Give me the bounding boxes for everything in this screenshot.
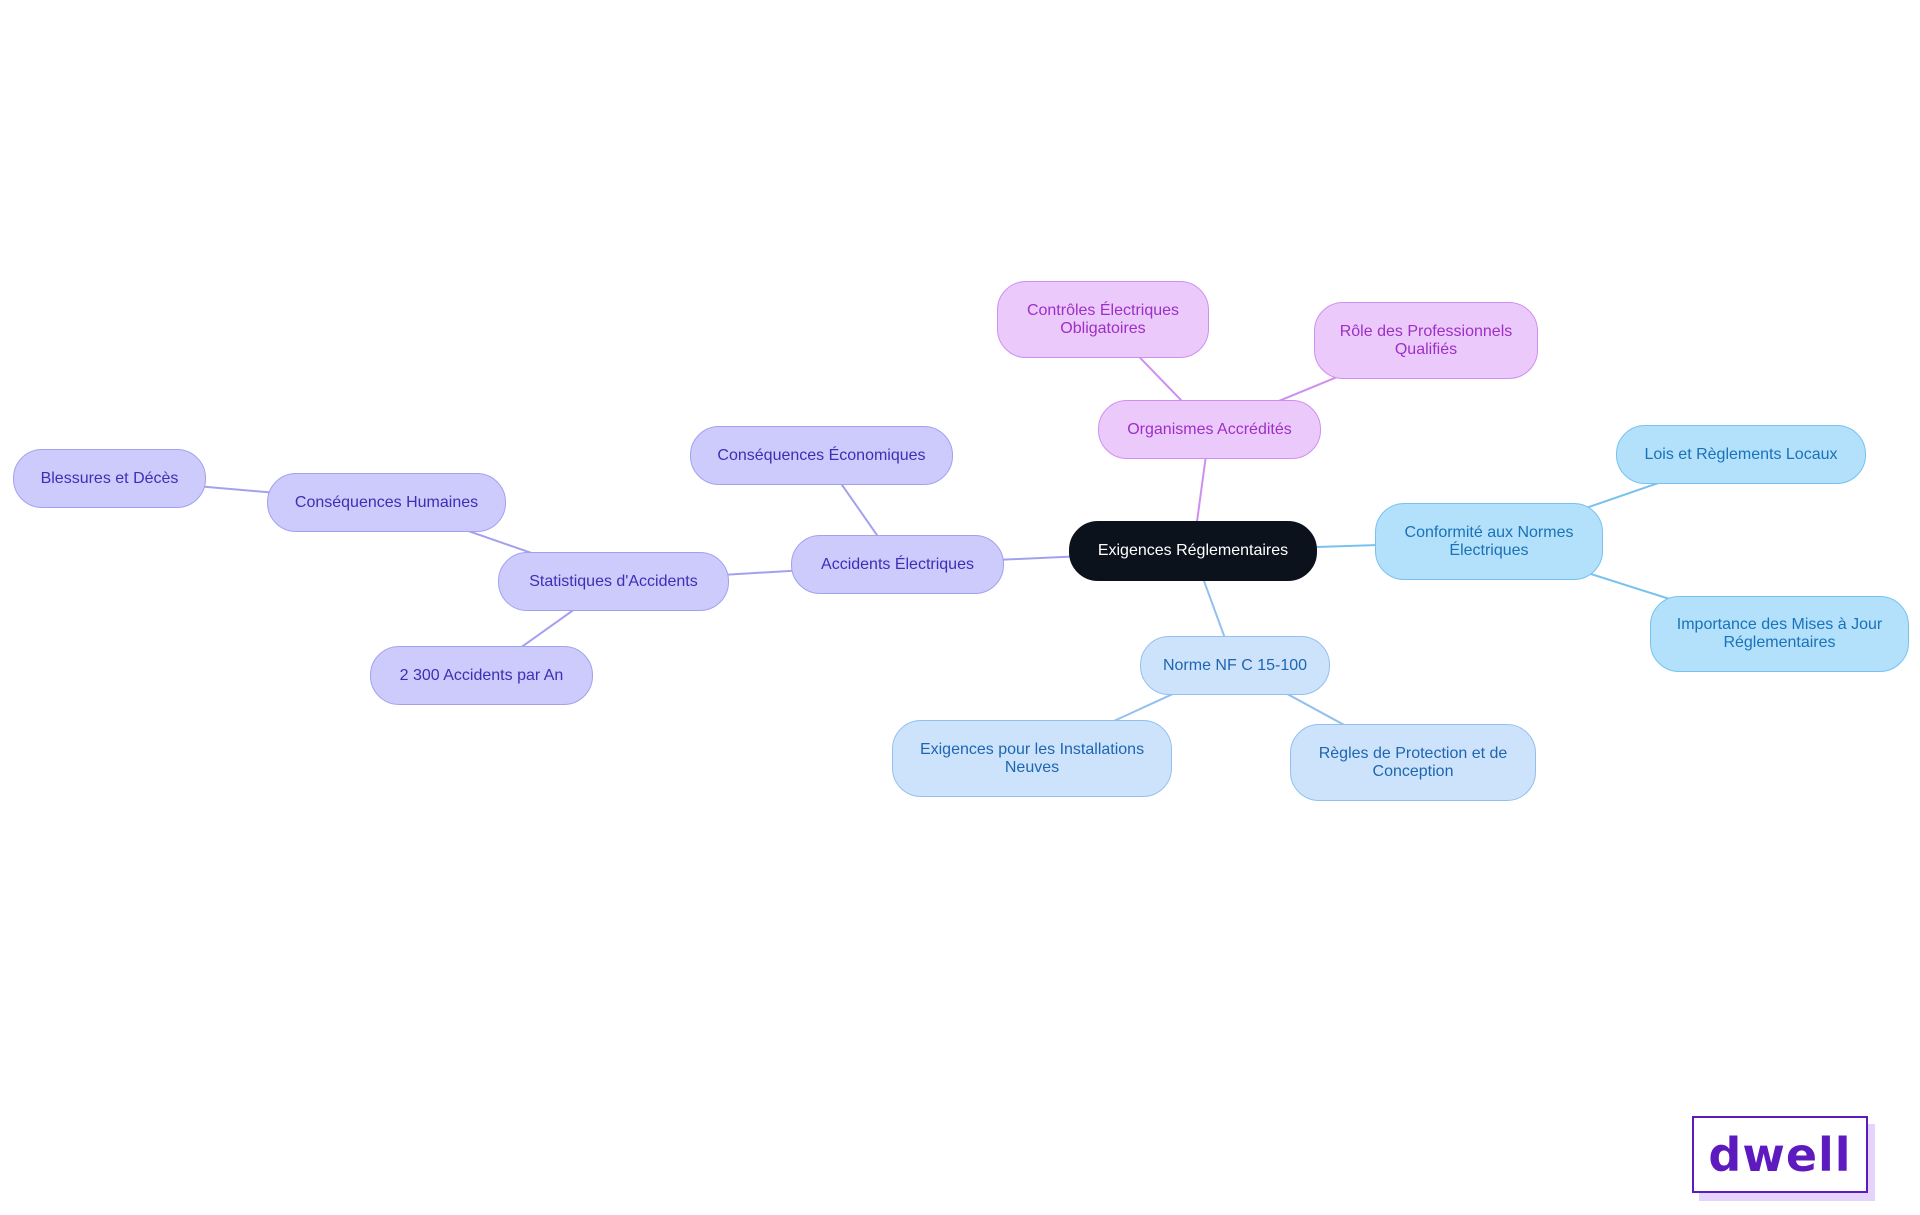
dwell-logo: dwell xyxy=(1692,1116,1868,1193)
node-label-line: Conséquences Humaines xyxy=(294,493,479,511)
node-label-line: Règles de Protection et de xyxy=(1318,744,1508,762)
node-label-line: Norme NF C 15-100 xyxy=(1162,656,1308,674)
node-accidents-electriques[interactable]: Accidents Électriques xyxy=(791,535,1004,594)
node-exigences-installations-neuves[interactable]: Exigences pour les Installations Neuves xyxy=(892,720,1172,797)
node-statistiques-d-accidents[interactable]: Statistiques d'Accidents xyxy=(498,552,729,611)
node-label-line: Qualifiés xyxy=(1394,340,1458,358)
node-label-line: Contrôles Électriques xyxy=(1026,301,1180,319)
node-label-line: Exigences Réglementaires xyxy=(1097,542,1289,559)
node-label-line: Exigences pour les Installations xyxy=(919,740,1145,758)
node-label-line: Neuves xyxy=(1004,758,1060,776)
node-2300-accidents-par-an[interactable]: 2 300 Accidents par An xyxy=(370,646,593,705)
node-consequences-humaines[interactable]: Conséquences Humaines xyxy=(267,473,506,532)
node-conformite-aux-normes-electriques[interactable]: Conformité aux Normes Électriques xyxy=(1375,503,1603,580)
node-consequences-economiques[interactable]: Conséquences Économiques xyxy=(690,426,953,485)
node-controles-electriques-obligatoires[interactable]: Contrôles Électriques Obligatoires xyxy=(997,281,1209,358)
node-label-line: 2 300 Accidents par An xyxy=(399,666,564,684)
node-label-line: Blessures et Décès xyxy=(40,469,179,487)
node-lois-et-reglements-locaux[interactable]: Lois et Règlements Locaux xyxy=(1616,425,1866,484)
node-norme-nf-c-15-100[interactable]: Norme NF C 15-100 xyxy=(1140,636,1330,695)
node-label-line: Conformité aux Normes xyxy=(1404,523,1574,541)
node-exigences-reglementaires[interactable]: Exigences Réglementaires xyxy=(1069,521,1317,581)
node-label-line: Accidents Électriques xyxy=(821,555,974,573)
node-label-line: Obligatoires xyxy=(1060,319,1146,337)
node-label-line: Conception xyxy=(1372,762,1454,780)
node-organismes-accredites[interactable]: Organismes Accrédités xyxy=(1098,400,1321,459)
node-role-des-professionnels-qualifies[interactable]: Rôle des Professionnels Qualifiés xyxy=(1314,302,1538,379)
node-regles-de-protection-et-de-conception[interactable]: Règles de Protection et de Conception xyxy=(1290,724,1536,801)
node-label-line: Statistiques d'Accidents xyxy=(529,572,698,590)
node-blessures-et-deces[interactable]: Blessures et Décès xyxy=(13,449,206,508)
node-label-line: Organismes Accrédités xyxy=(1127,420,1292,438)
node-label-line: Rôle des Professionnels xyxy=(1339,322,1513,340)
node-label-line: Réglementaires xyxy=(1723,634,1836,651)
node-importance-des-mises-a-jour[interactable]: Importance des Mises à Jour Réglementair… xyxy=(1650,596,1909,672)
node-label-line: Conséquences Économiques xyxy=(717,446,926,464)
node-label-line: Lois et Règlements Locaux xyxy=(1644,445,1838,463)
logo-text: dwell xyxy=(1708,1127,1852,1182)
node-label-line: Importance des Mises à Jour xyxy=(1676,616,1883,633)
node-label-line: Électriques xyxy=(1449,541,1529,559)
